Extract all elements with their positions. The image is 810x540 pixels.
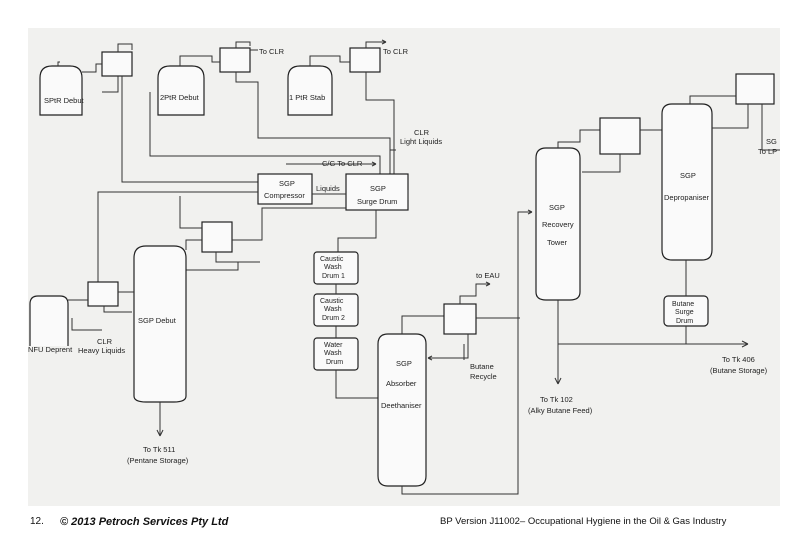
sgp-debut-tower: SGP Debut [133, 245, 187, 403]
depropaniser-overhead-drum [735, 73, 775, 105]
ptr2-debut-vessel: 2PtR Debut [157, 65, 205, 116]
ptr1-overhead-drum [349, 47, 381, 73]
to-tk511-label-1: To Tk 511 [143, 445, 175, 454]
water-wash-drum: Water Wash Drum [313, 337, 359, 371]
sgp-absorber-deethaniser: SGP Absorber Deethaniser [377, 333, 427, 487]
nfu-depent-vessel [29, 295, 69, 346]
to-tk511-label-2: (Pentane Storage) [127, 456, 189, 465]
caustic-wash-drum-2: Caustic Wash Drum 2 [313, 293, 359, 327]
svg-text:Water: Water [324, 342, 343, 349]
svg-text:SGP: SGP [370, 184, 386, 193]
recovery-overhead-drum [599, 117, 641, 155]
nfu-deprent-label: NFU Deprent [28, 345, 73, 354]
to-eau-label: to EAU [476, 271, 500, 280]
svg-text:Wash: Wash [324, 264, 342, 271]
copyright-notice: © 2013 Petroch Services Pty Ltd [60, 516, 229, 528]
svg-text:Caustic: Caustic [320, 298, 344, 305]
svg-text:Wash: Wash [324, 306, 342, 313]
cg-to-clr-label: C/G To CLR [322, 159, 363, 168]
sgp-surge-drum: SGP Surge Drum [345, 173, 409, 211]
svg-text:Wash: Wash [324, 350, 342, 357]
butane-recycle-label-1: Butane [470, 362, 494, 371]
to-lpg-label-2: To LP [758, 147, 777, 156]
ptr1-stab-label: 1 PtR Stab [289, 93, 325, 102]
mid-reflux-drum [201, 221, 233, 253]
liquids-label: Liquids [316, 184, 340, 193]
clr-heavy-label-2: Heavy Liquids [78, 346, 125, 355]
svg-text:SGP: SGP [396, 359, 412, 368]
clr-light-liquids-label-2: Light Liquids [400, 137, 442, 146]
course-title: BP Version J11002– Occupational Hygiene … [440, 516, 727, 527]
svg-text:SGP Debut: SGP Debut [138, 316, 177, 325]
svg-text:Tower: Tower [547, 238, 568, 247]
svg-text:Surge Drum: Surge Drum [357, 197, 397, 206]
sgp-recovery-tower: SGP Recovery Tower [535, 147, 581, 301]
sgp-debut-overhead-drum [87, 281, 119, 307]
svg-text:Surge: Surge [675, 309, 694, 316]
svg-text:Butane: Butane [672, 301, 694, 308]
to-clr-label-1: To CLR [259, 47, 285, 56]
svg-text:Drum: Drum [326, 359, 343, 366]
svg-text:SGP: SGP [279, 179, 295, 188]
svg-text:SGP: SGP [680, 171, 696, 180]
to-lpg-label-1: SG [766, 137, 777, 146]
spr-debut-label: SPtR Debut [44, 96, 85, 105]
svg-text:Absorber: Absorber [386, 379, 417, 388]
clr-heavy-label-1: CLR [97, 337, 113, 346]
ptr1-stab-vessel: 1 PtR Stab [287, 65, 333, 116]
clr-light-liquids-label-1: CLR [414, 128, 430, 137]
svg-text:Deethaniser: Deethaniser [381, 401, 422, 410]
to-tk406-label-2: (Butane Storage) [710, 366, 768, 375]
sgp-compressor: SGP Compressor [257, 173, 313, 205]
ptr2-debut-label: 2PtR Debut [160, 93, 200, 102]
svg-text:Drum 1: Drum 1 [322, 273, 345, 280]
svg-text:SGP: SGP [549, 203, 565, 212]
svg-text:Drum: Drum [676, 318, 693, 325]
to-tk102-label-1: To Tk 102 [540, 395, 573, 404]
to-tk102-label-2: (Alky Butane Feed) [528, 406, 593, 415]
ptr2-overhead-drum [219, 47, 251, 73]
caustic-wash-drum-1: Caustic Wash Drum 1 [313, 251, 359, 285]
svg-text:Caustic: Caustic [320, 256, 344, 263]
to-tk406-label-1: To Tk 406 [722, 355, 755, 364]
spr-overhead-drum [101, 51, 133, 77]
svg-text:Compressor: Compressor [264, 191, 305, 200]
svg-text:Recovery: Recovery [542, 220, 574, 229]
absorber-overhead-drum [443, 303, 477, 335]
svg-text:Drum 2: Drum 2 [322, 315, 345, 322]
butane-surge-drum: Butane Surge Drum [663, 295, 709, 327]
to-clr-label-2: To CLR [383, 47, 409, 56]
sgp-depropaniser-tower: SGP Depropaniser [661, 103, 713, 261]
spr-debut-vessel: SPtR Debut [39, 65, 85, 116]
slide-number: 12. [30, 516, 44, 527]
top-piping [57, 39, 396, 183]
svg-text:Depropaniser: Depropaniser [664, 193, 710, 202]
butane-recycle-label-2: Recycle [470, 372, 497, 381]
